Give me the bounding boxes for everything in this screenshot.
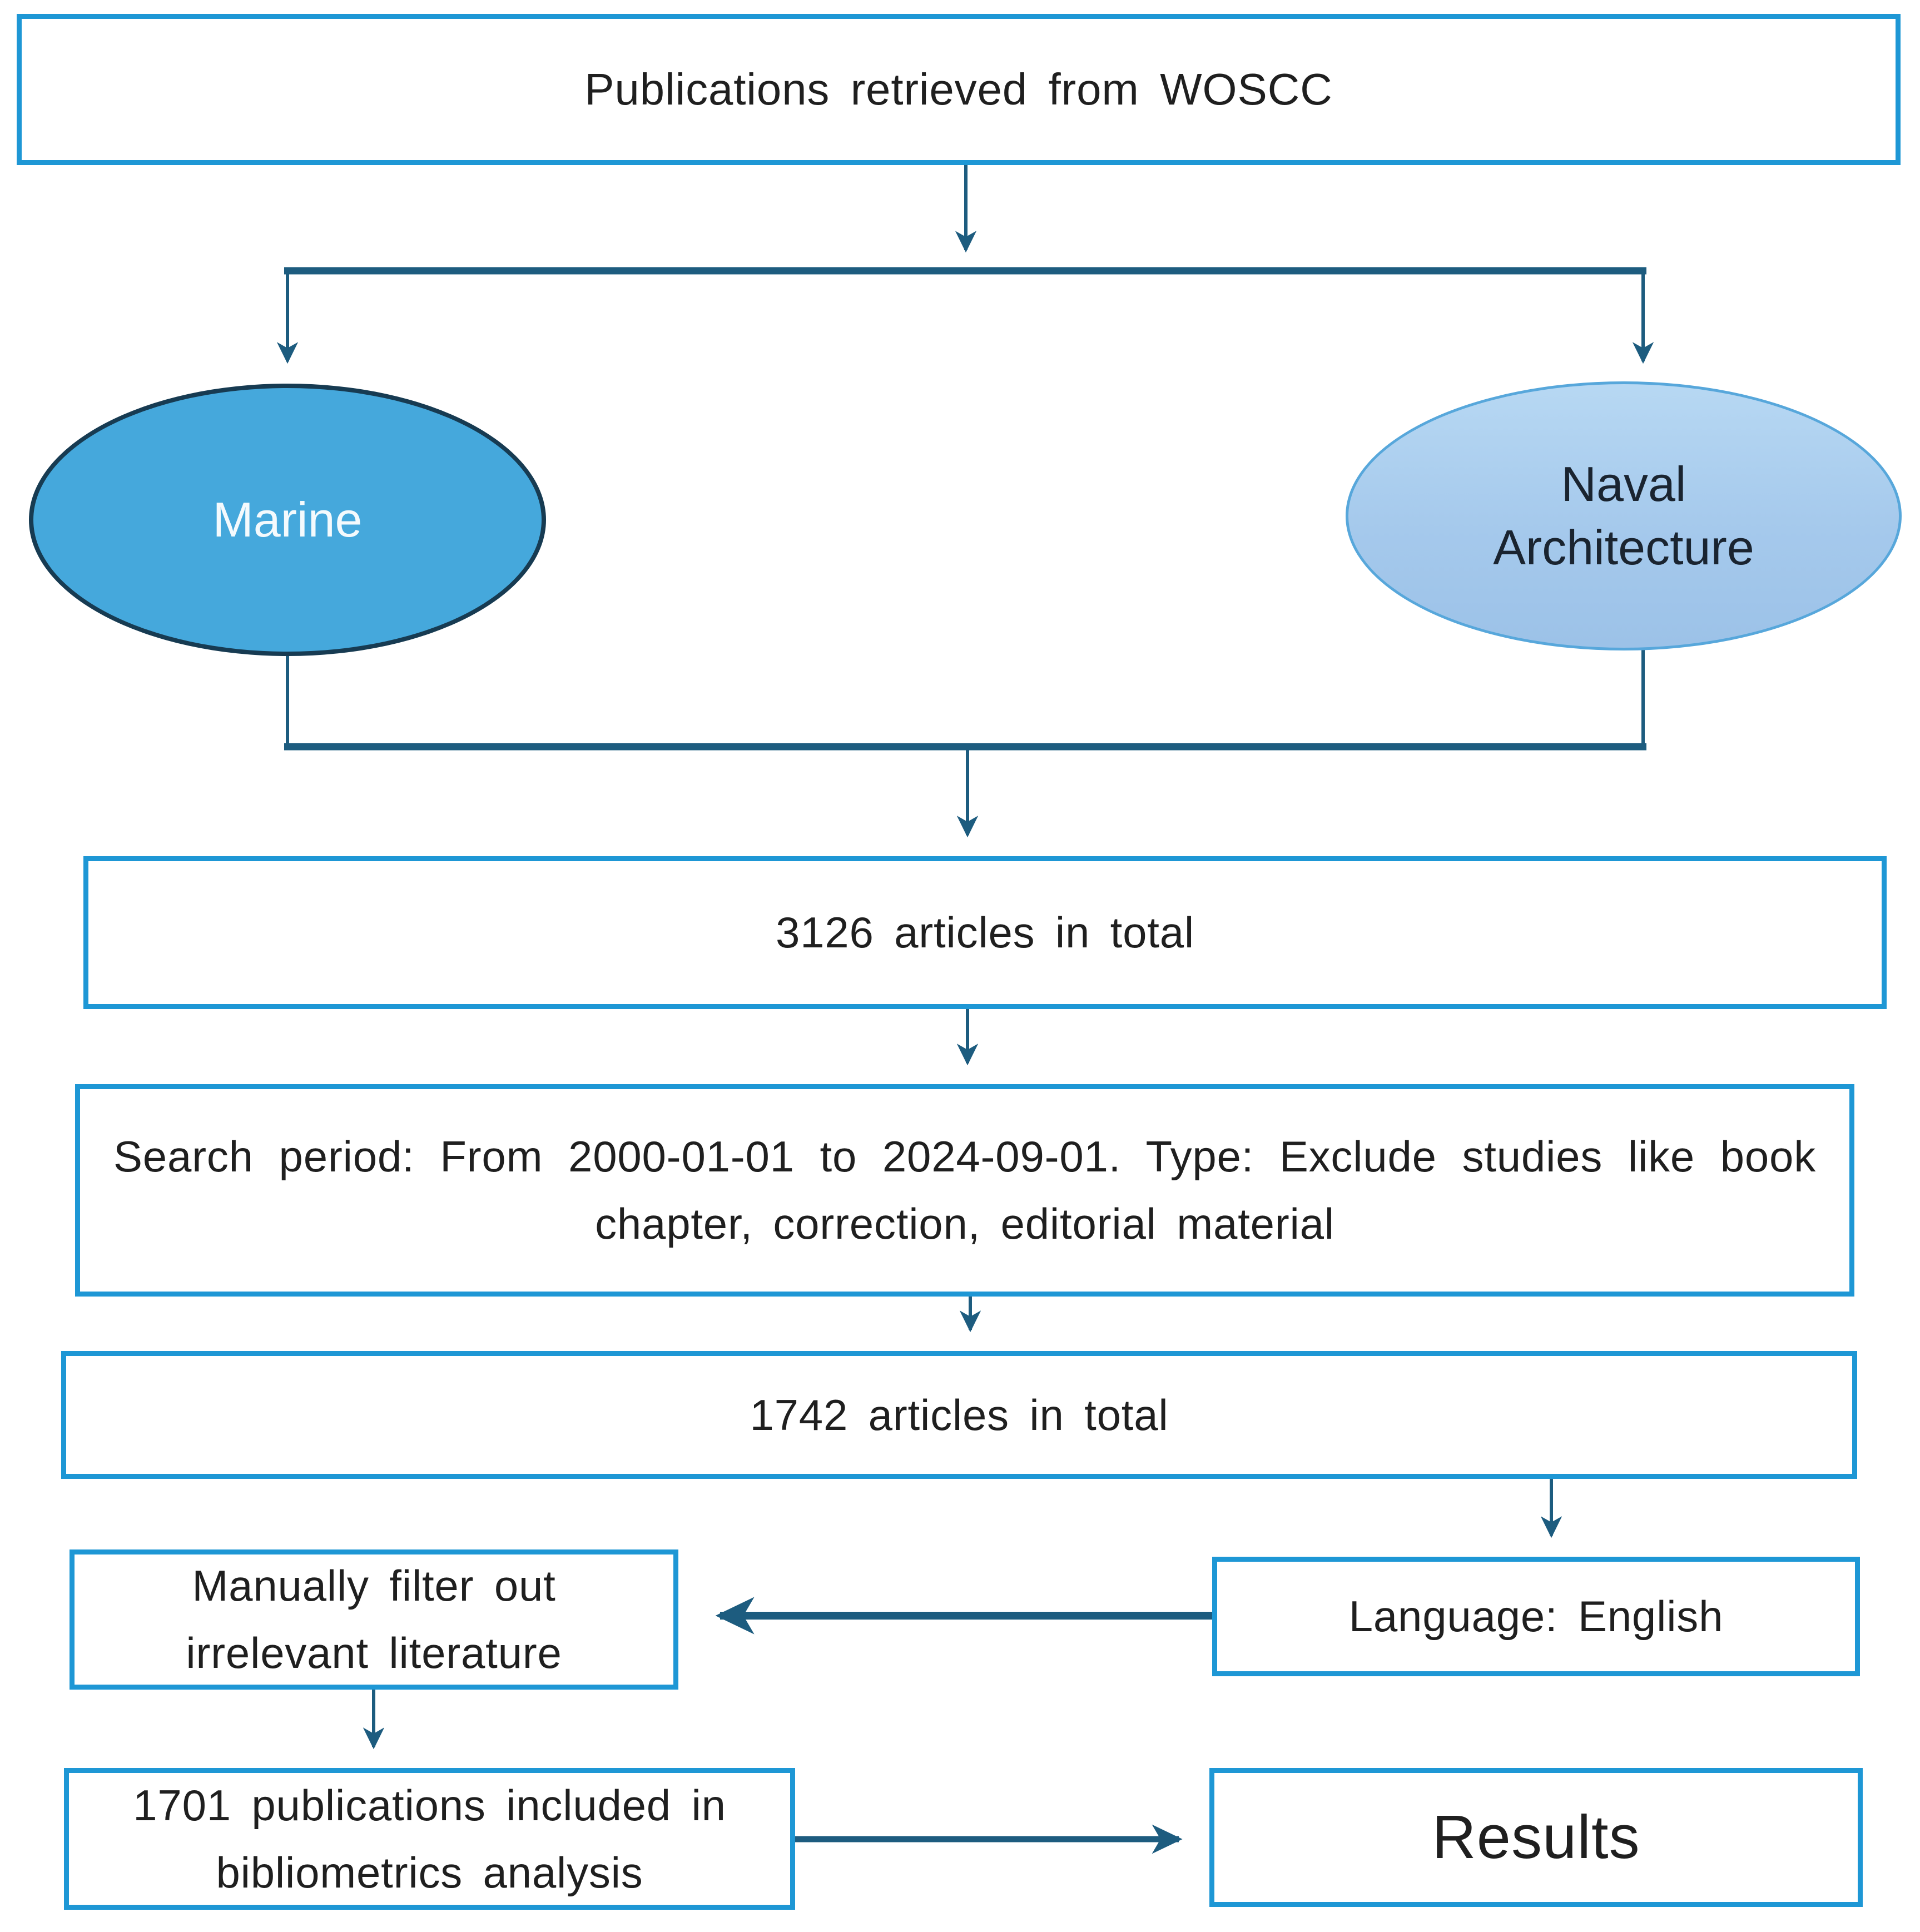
- node-total-articles-label: 3126 articles in total: [775, 908, 1194, 957]
- node-results-label: Results: [1432, 1802, 1640, 1871]
- node-manual-filter: Manually filter out irrelevant literatur…: [70, 1549, 678, 1690]
- node-included-publications-label: 1701 publications included in bibliometr…: [133, 1780, 726, 1897]
- node-publications-source-label: Publications retrieved from WOSCC: [584, 64, 1333, 114]
- ellipse-marine: Marine: [29, 384, 546, 656]
- node-search-filter-label: Search period: From 2000-01-01 to 2024-0…: [113, 1132, 1816, 1248]
- node-total-articles: 3126 articles in total: [83, 856, 1887, 1009]
- node-filtered-articles-label: 1742 articles in total: [750, 1390, 1169, 1439]
- ellipse-naval-architecture: Naval Architecture: [1346, 381, 1902, 650]
- node-results: Results: [1209, 1768, 1863, 1907]
- node-manual-filter-label: Manually filter out irrelevant literatur…: [186, 1561, 562, 1677]
- ellipse-naval-architecture-label: Naval Architecture: [1493, 456, 1754, 575]
- node-language-filter-label: Language: English: [1348, 1592, 1724, 1641]
- ellipse-marine-label: Marine: [212, 491, 363, 547]
- node-search-filter: Search period: From 2000-01-01 to 2024-0…: [75, 1084, 1854, 1297]
- node-filtered-articles: 1742 articles in total: [61, 1351, 1857, 1479]
- node-included-publications: 1701 publications included in bibliometr…: [64, 1768, 795, 1910]
- node-language-filter: Language: English: [1212, 1557, 1860, 1676]
- node-publications-source: Publications retrieved from WOSCC: [17, 14, 1901, 165]
